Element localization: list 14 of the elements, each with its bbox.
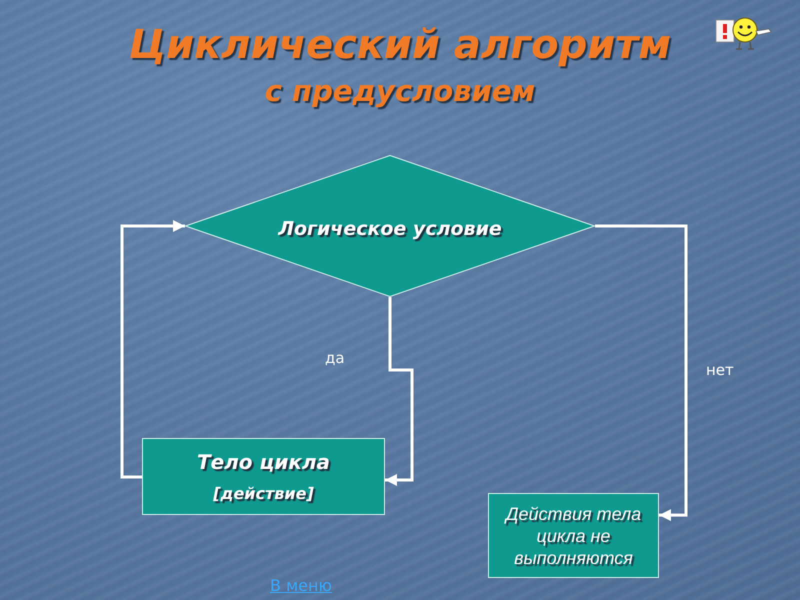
decision-diamond — [185, 155, 595, 297]
process-box — [142, 438, 385, 515]
arrow — [385, 297, 414, 486]
box-text: Действия тела цикла не выполняются — [503, 502, 642, 568]
box-text: Тело цикла — [196, 448, 330, 474]
edge-label: да — [325, 349, 345, 367]
arrow — [120, 220, 185, 478]
slide-title: Циклический алгоритм с предусловием — [128, 21, 672, 110]
condition-text: Логическое условие — [278, 217, 502, 241]
box-subtext: [действие] — [213, 482, 314, 504]
edge-label: нет — [706, 360, 734, 379]
menu-link: В меню — [270, 576, 332, 595]
process-box — [488, 493, 659, 578]
arrow — [595, 224, 688, 522]
